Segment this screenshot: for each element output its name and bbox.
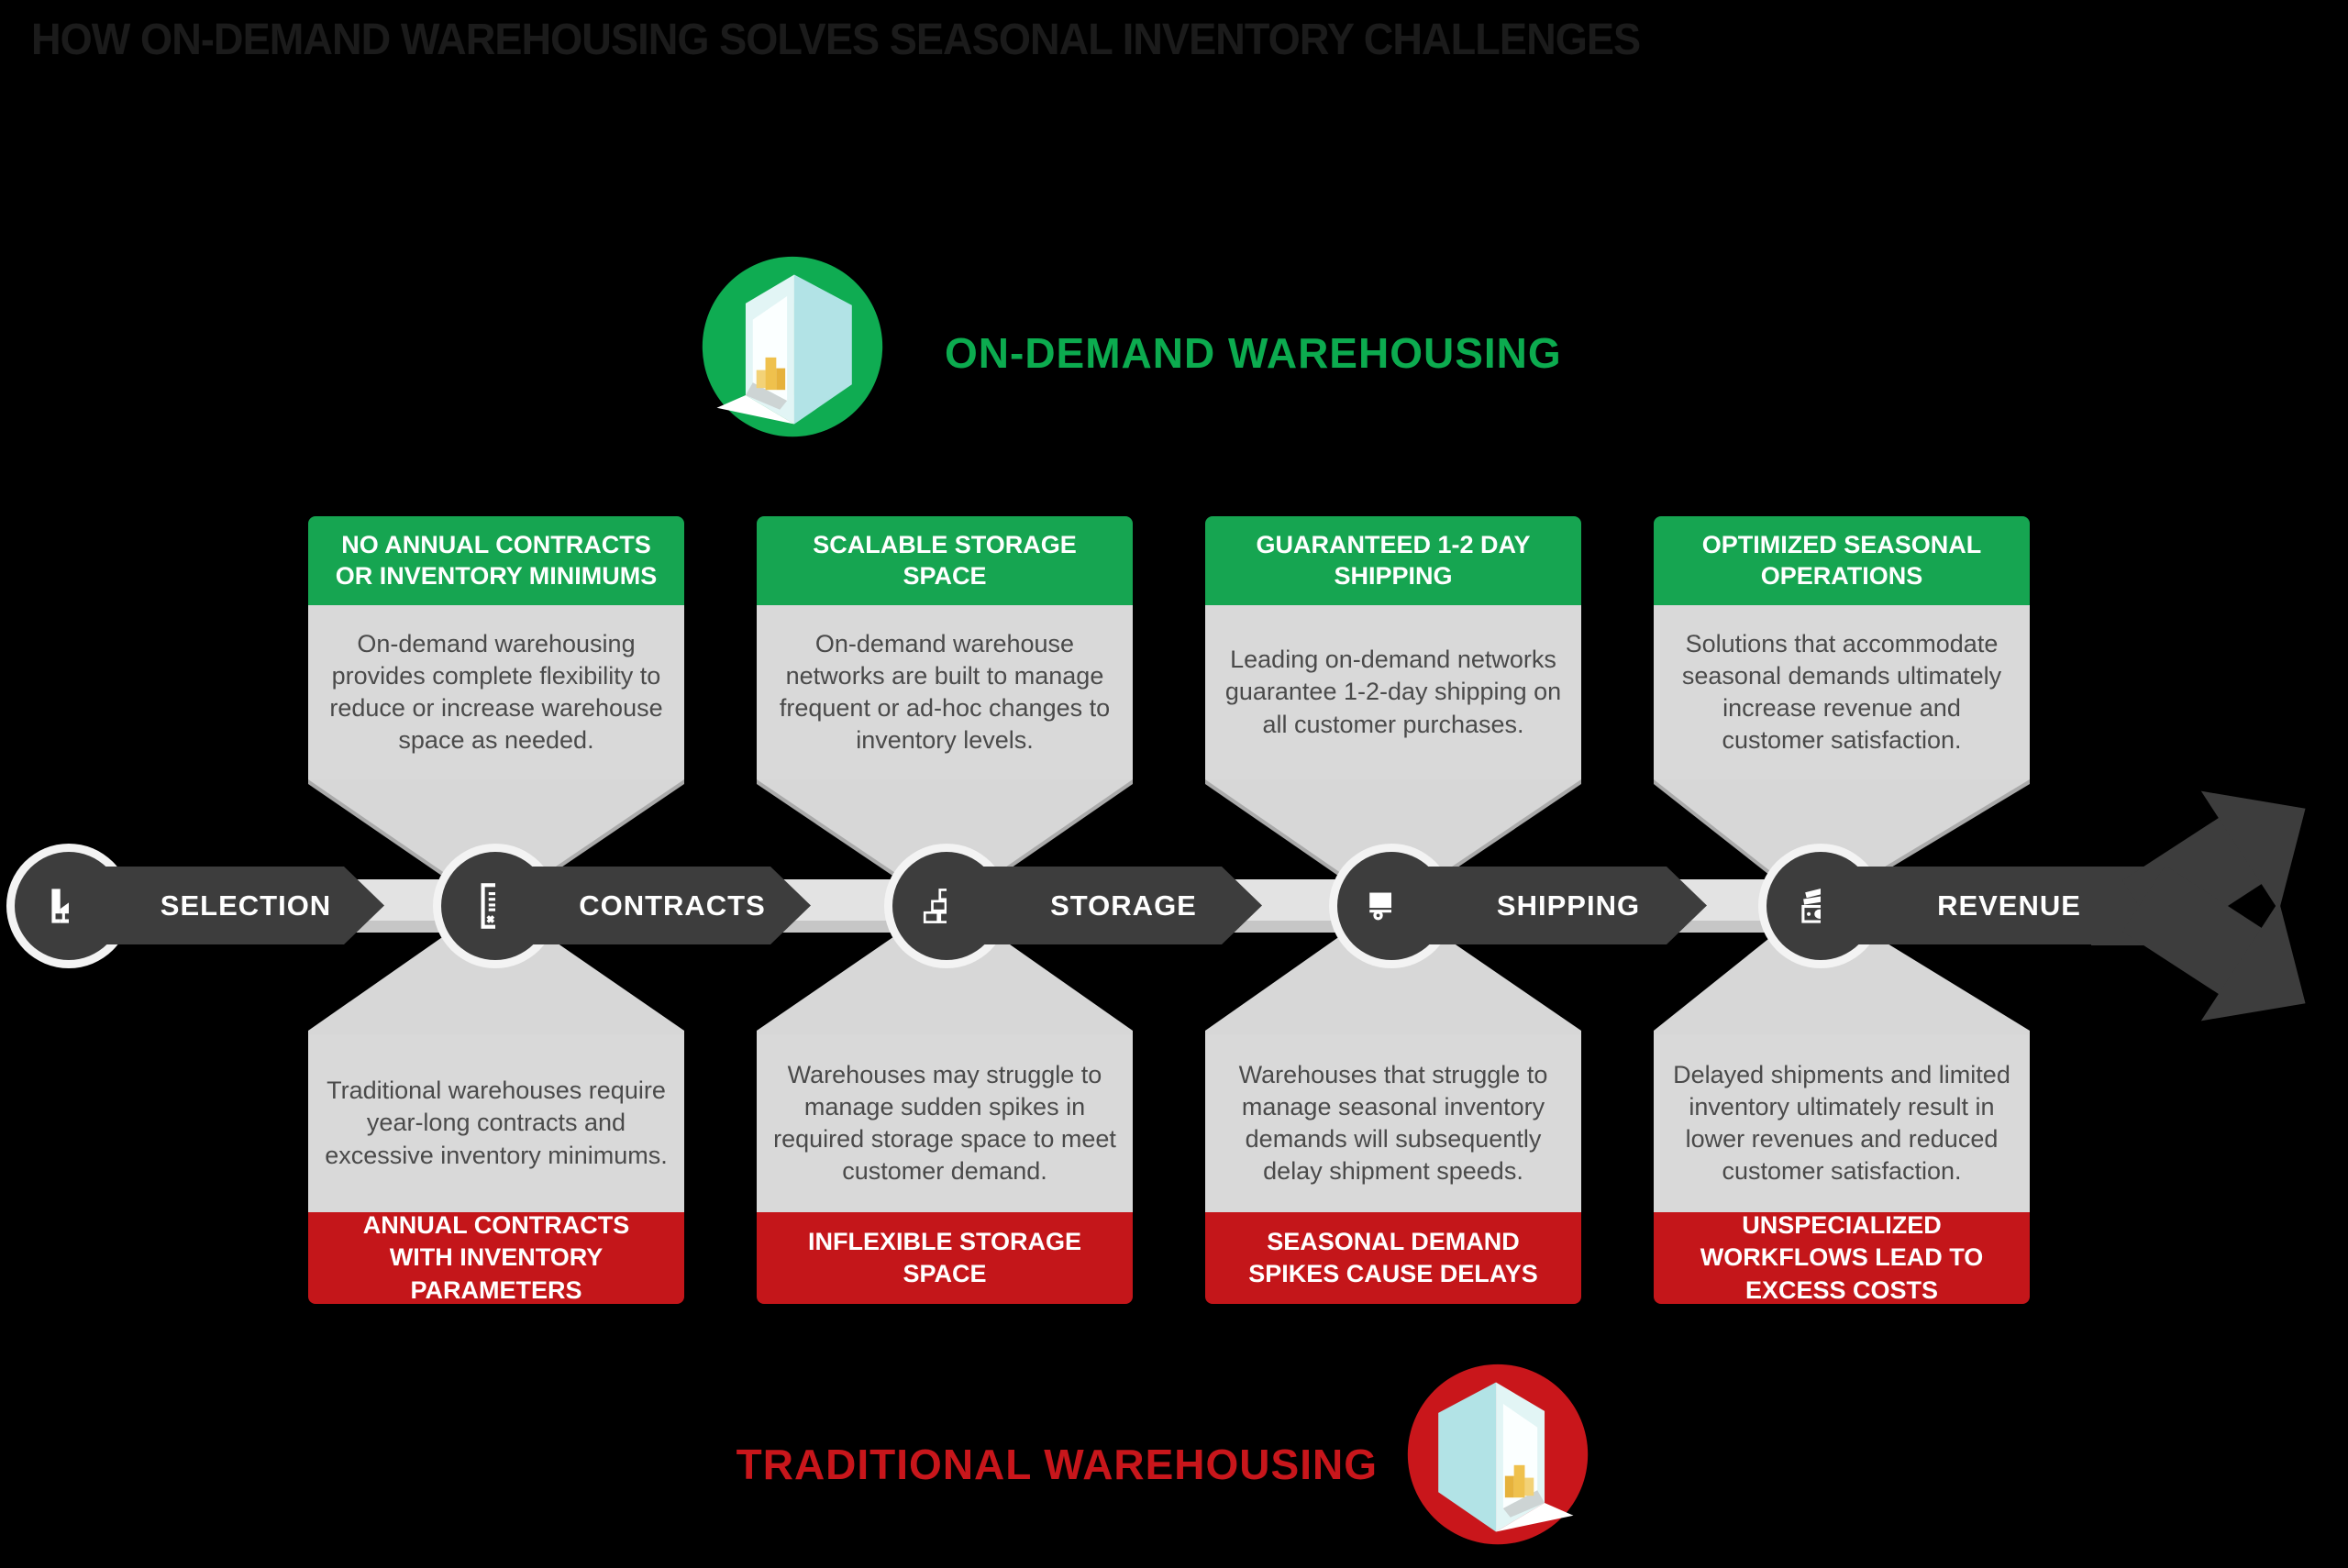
on-demand-label: ON-DEMAND WAREHOUSING (945, 329, 1562, 377)
benefit-body: On-demand warehousing provides complete … (308, 605, 684, 779)
benefit-body: Solutions that accommodate seasonal dema… (1654, 605, 2030, 779)
stage-label: REVENUE (1937, 889, 2081, 922)
drawback-footer: ANNUAL CONTRACTS WITH INVENTORY PARAMETE… (308, 1211, 684, 1304)
benefit-header: OPTIMIZED SEASONAL OPERATIONS (1654, 516, 2030, 605)
on-demand-badge (693, 249, 892, 447)
drawback-card-shipping: Warehouses that struggle to manage seaso… (1205, 924, 1581, 1304)
drawback-body: Delayed shipments and limited inventory … (1654, 1034, 2030, 1212)
benefit-body: On-demand warehouse networks are built t… (757, 605, 1133, 779)
stage-banner-contracts: CONTRACTS (495, 867, 770, 944)
benefit-body: Leading on-demand networks guarantee 1-2… (1205, 605, 1581, 779)
drawback-card-contracts: Traditional warehouses require year-long… (308, 924, 684, 1304)
drawback-footer: INFLEXIBLE STORAGE SPACE (757, 1212, 1133, 1304)
benefit-header: NO ANNUAL CONTRACTS OR INVENTORY MINIMUM… (308, 516, 684, 605)
stage-label: CONTRACTS (579, 889, 766, 922)
traditional-badge (1399, 1357, 1597, 1555)
drawback-card-revenue: Delayed shipments and limited inventory … (1654, 924, 2030, 1304)
drawback-footer: UNSPECIALIZED WORKFLOWS LEAD TO EXCESS C… (1654, 1211, 2030, 1304)
stage-banner-storage: STORAGE (947, 867, 1222, 944)
drawback-body: Warehouses that struggle to manage seaso… (1205, 1034, 1581, 1212)
drawback-card-storage: Warehouses may struggle to manage sudden… (757, 924, 1133, 1304)
benefit-header: SCALABLE STORAGE SPACE (757, 516, 1133, 605)
benefit-header: GUARANTEED 1-2 DAY SHIPPING (1205, 516, 1581, 605)
drawback-footer: SEASONAL DEMAND SPIKES CAUSE DELAYS (1205, 1212, 1581, 1304)
drawback-body: Traditional warehouses require year-long… (308, 1034, 684, 1212)
benefit-card-shipping: GUARANTEED 1-2 DAY SHIPPING Leading on-d… (1205, 516, 1581, 888)
benefit-card-contracts: NO ANNUAL CONTRACTS OR INVENTORY MINIMUM… (308, 516, 684, 888)
stage-banner-revenue: REVENUE (1821, 867, 2119, 944)
traditional-label: TRADITIONAL WAREHOUSING (736, 1441, 1378, 1488)
stage-banner-shipping: SHIPPING (1391, 867, 1667, 944)
drawback-body: Warehouses may struggle to manage sudden… (757, 1034, 1133, 1212)
benefit-card-revenue: OPTIMIZED SEASONAL OPERATIONS Solutions … (1654, 516, 2030, 888)
benefit-card-storage: SCALABLE STORAGE SPACE On-demand warehou… (757, 516, 1133, 888)
stage-label: SELECTION (160, 889, 332, 922)
page-title: HOW ON-DEMAND WAREHOUSING SOLVES SEASONA… (31, 16, 1641, 64)
stage-label: SHIPPING (1496, 889, 1641, 922)
warehouse-red-icon (1407, 1364, 1589, 1545)
stage-label: STORAGE (1050, 889, 1197, 922)
outcome-split-arrow (2091, 790, 2306, 1021)
warehouse-green-icon (702, 256, 883, 437)
stage-banner-selection: SELECTION (69, 867, 344, 944)
